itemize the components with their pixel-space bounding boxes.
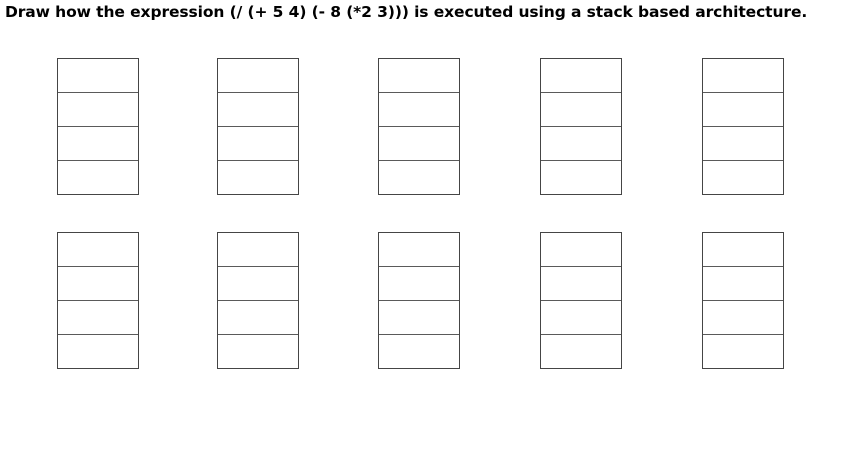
stack-cell [58, 127, 138, 161]
stack-r1-c3 [378, 58, 460, 195]
stack-cell [703, 335, 783, 368]
stack-cell [218, 161, 298, 194]
stack-cell [218, 335, 298, 368]
stack-cell [703, 301, 783, 335]
stack-r2-c4 [540, 232, 622, 369]
stack-r1-c4 [540, 58, 622, 195]
stack-cell [379, 301, 459, 335]
stack-cell [58, 161, 138, 194]
stack-cell [703, 233, 783, 267]
stack-cell [703, 59, 783, 93]
stack-cell [541, 301, 621, 335]
stack-cell [218, 233, 298, 267]
stack-r1-c2 [217, 58, 299, 195]
stack-cell [58, 233, 138, 267]
stack-cell [58, 59, 138, 93]
stack-cell [58, 335, 138, 368]
stack-cell [703, 93, 783, 127]
stack-cell [58, 267, 138, 301]
stack-cell [541, 233, 621, 267]
stack-cell [703, 127, 783, 161]
stack-cell [541, 59, 621, 93]
stack-cell [379, 335, 459, 368]
stack-cell [379, 59, 459, 93]
stack-cell [379, 93, 459, 127]
stack-cell [703, 161, 783, 194]
stack-cell [218, 301, 298, 335]
stack-cell [218, 59, 298, 93]
exercise-prompt: Draw how the expression (/ (+ 5 4) (- 8 … [5, 3, 808, 21]
stack-cell [218, 127, 298, 161]
stack-cell [541, 335, 621, 368]
stack-r1-c1 [57, 58, 139, 195]
stack-r2-c1 [57, 232, 139, 369]
stack-cell [703, 267, 783, 301]
stack-cell [541, 93, 621, 127]
stack-cell [58, 93, 138, 127]
stack-cell [541, 267, 621, 301]
stack-r2-c2 [217, 232, 299, 369]
stack-cell [541, 161, 621, 194]
stack-r1-c5 [702, 58, 784, 195]
stack-cell [541, 127, 621, 161]
stack-cell [218, 93, 298, 127]
stack-cell [379, 233, 459, 267]
stack-cell [379, 161, 459, 194]
stack-cell [379, 267, 459, 301]
stack-cell [218, 267, 298, 301]
stack-r2-c3 [378, 232, 460, 369]
stack-cell [58, 301, 138, 335]
stack-cell [379, 127, 459, 161]
stack-r2-c5 [702, 232, 784, 369]
